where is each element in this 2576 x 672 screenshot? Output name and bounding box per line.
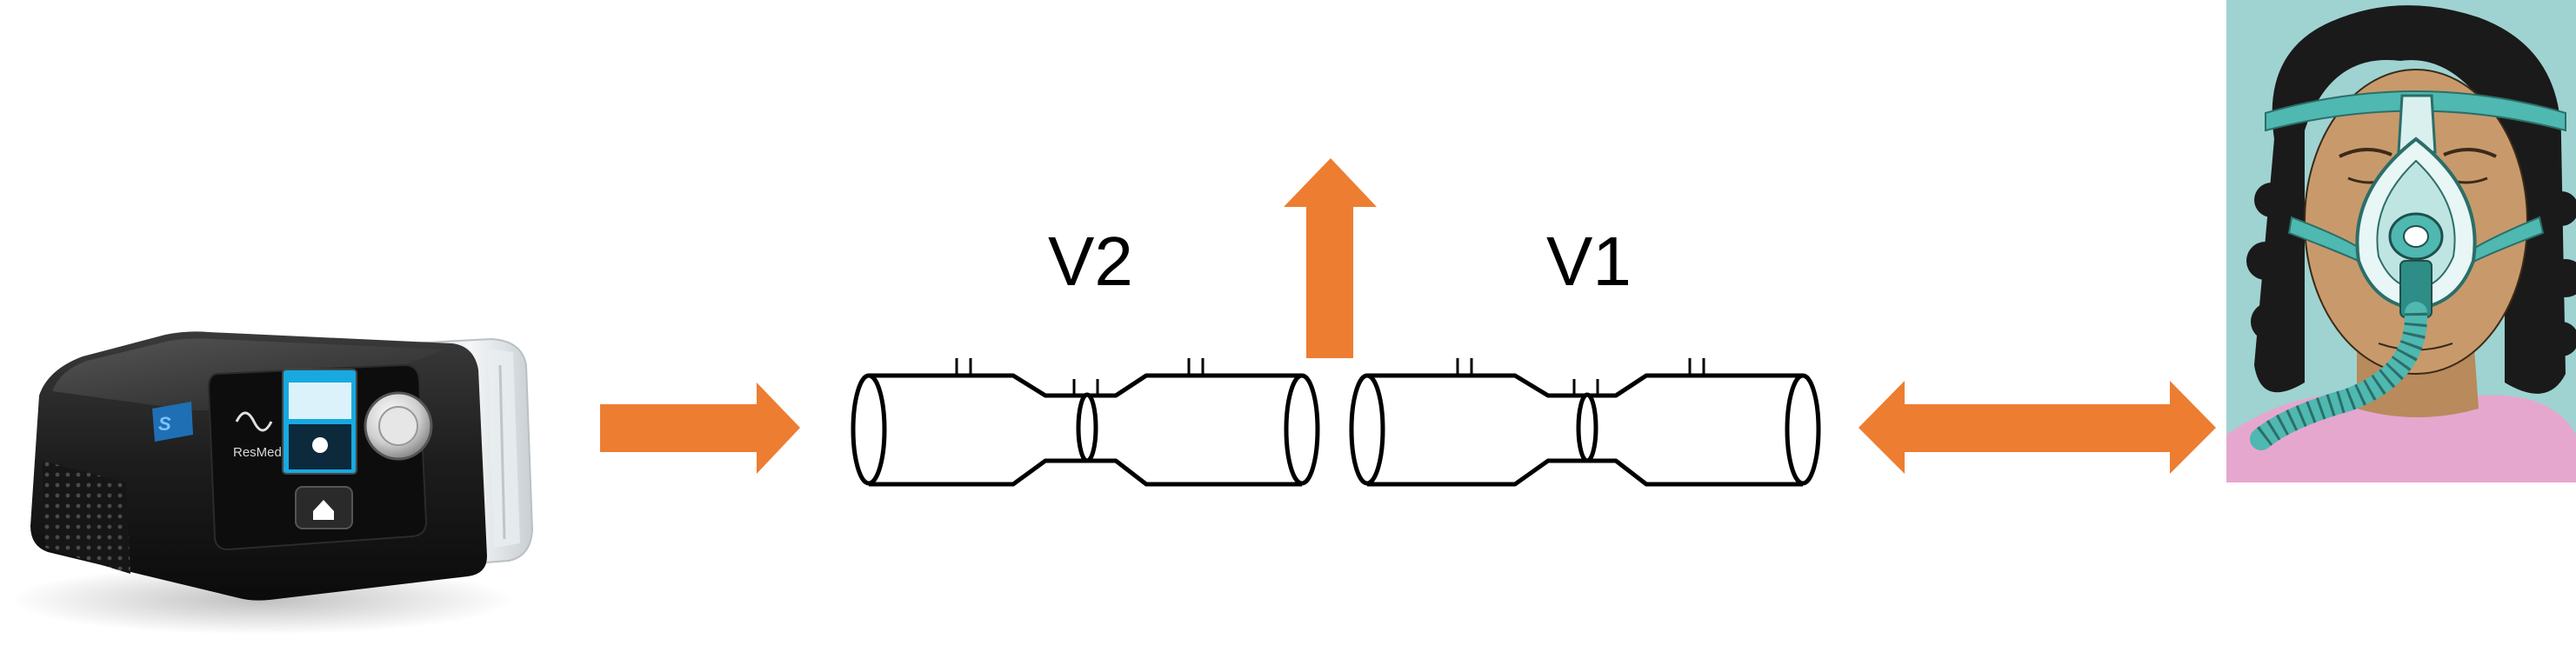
valve-v2-label: V2: [1048, 223, 1133, 300]
svg-text:S: S: [158, 413, 171, 435]
cpap-machine-icon: S ResMed: [9, 331, 534, 635]
exhaust-arrow-up: [1284, 158, 1377, 358]
valve-v1: [1349, 358, 1821, 487]
device-brand-label: ResMed: [233, 445, 282, 460]
patient-mask-icon: [2226, 0, 2576, 482]
flow-arrow-bidirectional: [1859, 381, 2216, 474]
valve-v2: [851, 358, 1320, 487]
valve-v1-label: V1: [1546, 223, 1632, 300]
flow-arrow-right: [600, 383, 800, 474]
